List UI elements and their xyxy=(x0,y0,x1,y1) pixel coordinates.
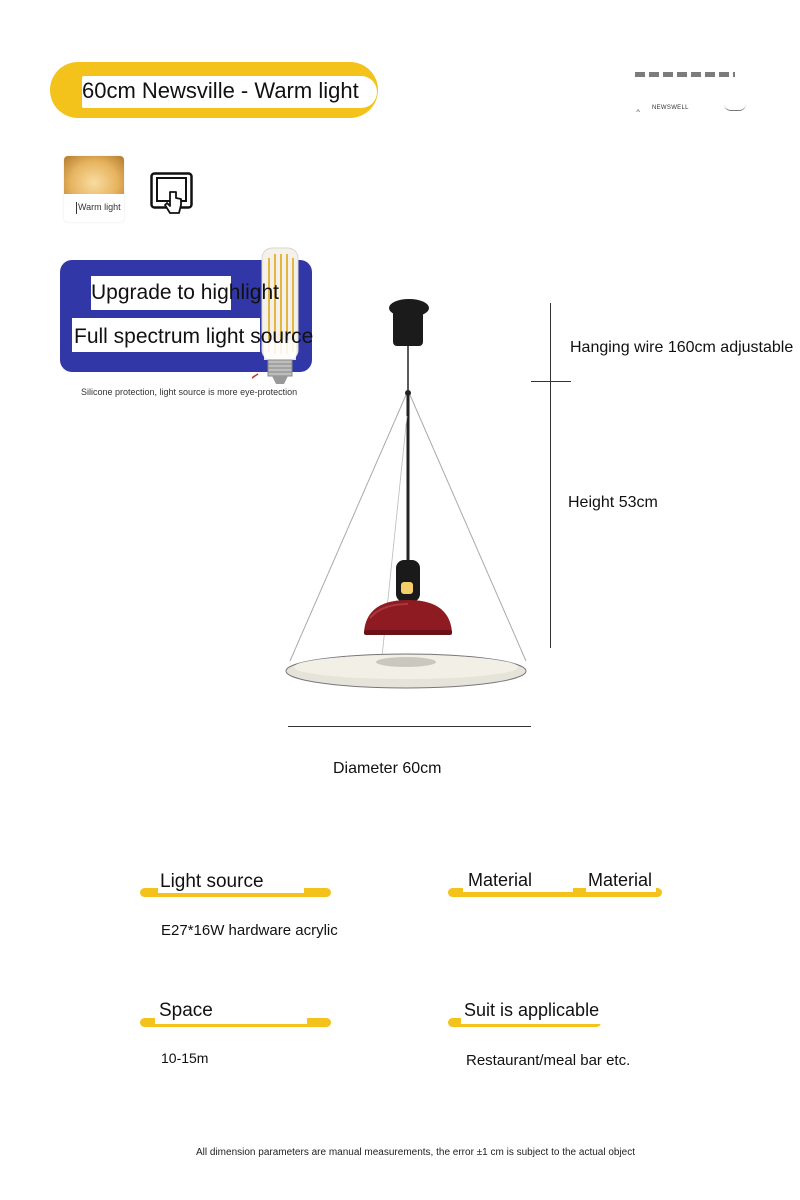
banner-line2-bg xyxy=(72,318,260,352)
suit-box xyxy=(461,998,601,1024)
hanging-wire-label: Hanging wire 160cm adjustable xyxy=(570,339,794,356)
light-source-box xyxy=(158,867,304,893)
brand-bowl-icon xyxy=(724,104,746,111)
diameter-dimension-line xyxy=(288,726,531,727)
light-source-value: E27*16W hardware acrylic xyxy=(161,922,338,939)
space-box xyxy=(155,998,307,1024)
light-source-label: Light source xyxy=(160,871,264,892)
height-dimension-line xyxy=(550,303,551,648)
pendant-lamp xyxy=(285,299,527,689)
led-bulb-icon xyxy=(252,247,299,384)
warm-light-label: Warm light xyxy=(76,202,121,214)
material-label-right: Material xyxy=(588,870,653,890)
banner-headline: Upgrade to highlight xyxy=(91,281,279,304)
space-label: Space xyxy=(159,1000,213,1021)
brand-name: NEWSWELL xyxy=(652,105,689,111)
space-value: 10-15m xyxy=(161,1050,209,1066)
banner-note: Silicone protection, light source is mor… xyxy=(81,387,298,397)
banner-subheadline: Full spectrum light source xyxy=(74,325,314,348)
suit-label: Suit is applicable xyxy=(464,1000,600,1020)
brand-glyph-icon: ⟑ xyxy=(636,107,641,114)
warm-light-option[interactable]: Warm light xyxy=(64,156,124,222)
footnote: All dimension parameters are manual meas… xyxy=(196,1147,636,1158)
page-title: 60cm Newsville - Warm light xyxy=(82,78,359,103)
suit-value: Restaurant/meal bar etc. xyxy=(466,1052,631,1069)
diameter-label: Diameter 60cm xyxy=(333,760,442,777)
height-label: Height 53cm xyxy=(568,494,658,511)
wire-dimension-tick xyxy=(531,381,571,382)
switch-icon xyxy=(150,172,193,214)
material-box-right xyxy=(586,866,656,892)
brand-logo xyxy=(635,72,735,77)
material-label-left: Material xyxy=(468,870,533,890)
warm-light-swatch xyxy=(64,156,124,194)
title-box xyxy=(82,76,377,108)
material-bar xyxy=(448,888,662,897)
material-box-left xyxy=(463,866,573,892)
banner-line1-bg xyxy=(91,276,231,310)
